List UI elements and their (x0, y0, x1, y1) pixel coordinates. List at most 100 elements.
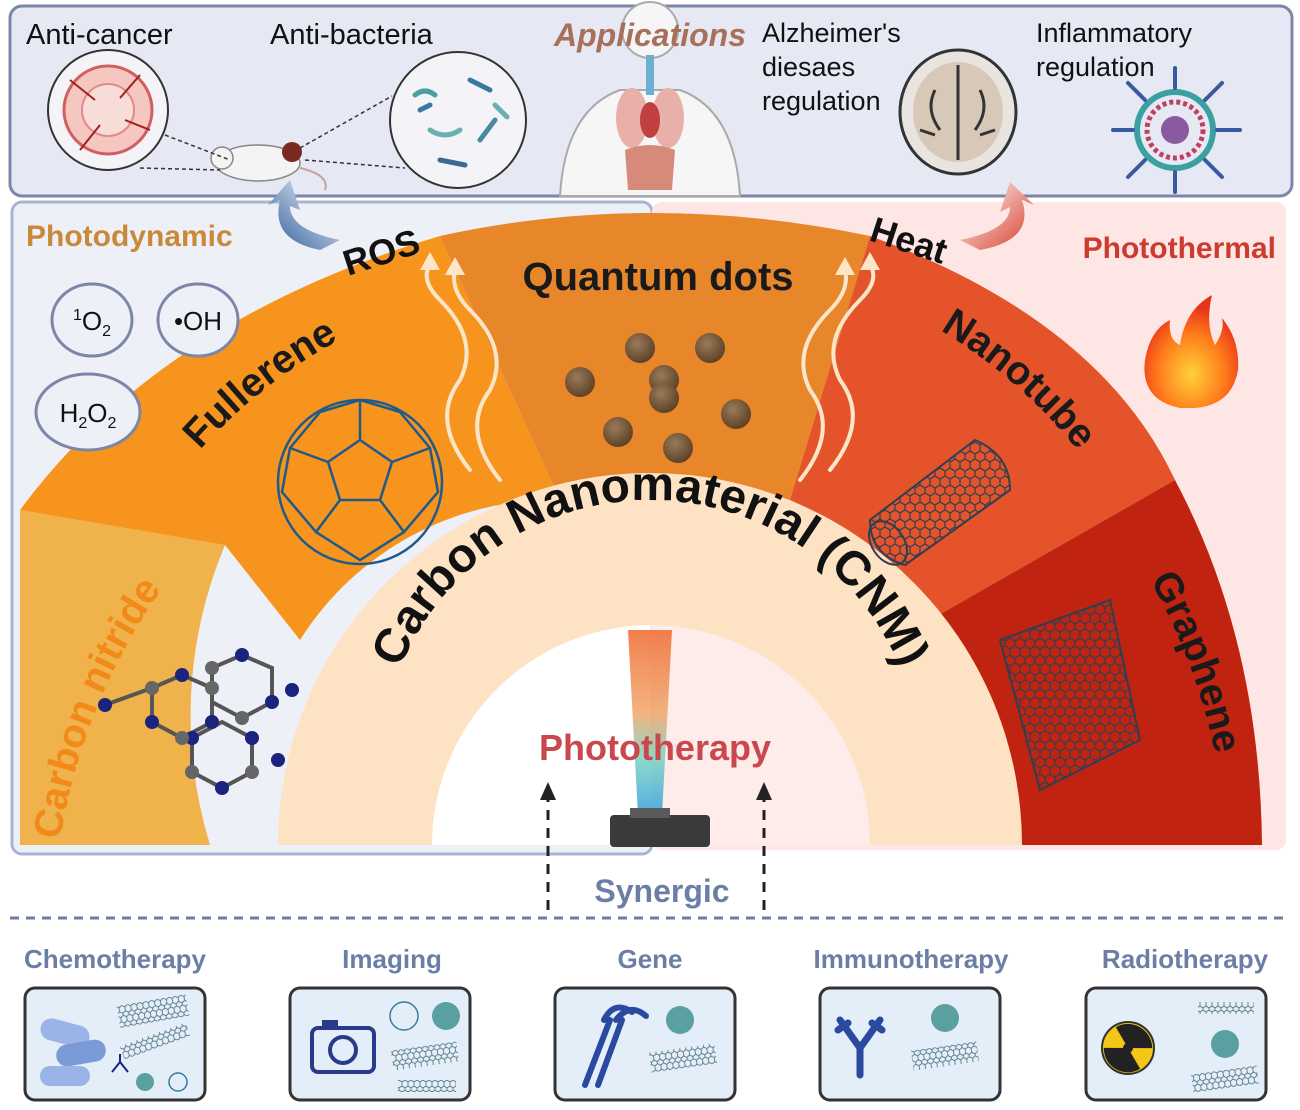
wave-left-1 (424, 263, 472, 472)
peroxide-bubble (34, 372, 142, 452)
laser-nozzle (630, 808, 670, 818)
wave-right-1 (828, 263, 876, 472)
pill-icon (40, 1018, 90, 1048)
wave-right-2 (798, 268, 848, 482)
therapy-label-gene: Gene (617, 944, 682, 974)
pill-icon (40, 1066, 90, 1086)
quantum-dot (695, 333, 725, 363)
nanotube-mini-icon (398, 1080, 456, 1092)
inner-core-left (431, 625, 650, 845)
wave-arrowhead-4-icon (835, 257, 855, 275)
graphene-mini-icon (390, 1041, 460, 1071)
mouse-icon (210, 142, 327, 191)
fullerene-mini-icon (168, 1072, 188, 1092)
therapy-label-imaging: Imaging (342, 944, 442, 974)
photodynamic-label: Photodynamic (26, 220, 233, 253)
flame-icon (1144, 295, 1239, 408)
quantum-dot (565, 367, 595, 397)
nanotube-mini-icon (119, 1022, 191, 1060)
fullerene-molecule-icon (276, 398, 444, 566)
qdot-mini-icon (1211, 1030, 1239, 1058)
therapy-label-immunotherapy: Immunotherapy (813, 944, 1009, 974)
graphene-mini-icon (648, 1043, 718, 1073)
imaging-icons (310, 1001, 460, 1092)
laser-device-icon (610, 815, 710, 847)
qdot-mini-icon (666, 1006, 694, 1034)
nanotube-structure-icon (867, 438, 1012, 567)
applications-title: Applications (553, 17, 746, 53)
wave-arrowhead-3-icon (860, 252, 880, 270)
quantum-dots-group (565, 333, 751, 463)
immunotherapy-icons (834, 1004, 980, 1079)
nanoparticle-micelle-icon (1111, 66, 1242, 194)
nitride-mini-icon (111, 1054, 129, 1073)
therapy-label-chemotherapy: Chemotherapy (24, 944, 207, 974)
quantum-dot (603, 417, 633, 447)
zoom-line-2 (139, 167, 221, 171)
gene-box (553, 986, 737, 1102)
hydroxyl-bubble (156, 282, 240, 358)
anti-cancer-icon (47, 49, 169, 171)
qdot-mini-icon (931, 1004, 959, 1032)
light-beam (628, 630, 672, 815)
therapy-labels: Chemotherapy Imaging Gene Immunotherapy … (24, 944, 1269, 974)
pill-icon (56, 1039, 106, 1067)
chemotherapy-icons (40, 994, 191, 1092)
quantum-dot (663, 433, 693, 463)
quantum-dot (625, 333, 655, 363)
camera-icon (310, 1026, 376, 1074)
photothermal-label: Photothermal (1083, 232, 1276, 265)
antibody-icon (834, 1016, 886, 1079)
zoom-line-1 (164, 134, 231, 161)
gene-icons (582, 1004, 718, 1088)
wave-arrowhead-2-icon (445, 257, 465, 275)
light-source (610, 630, 710, 847)
therapy-label-radiotherapy: Radiotherapy (1102, 944, 1269, 974)
phototherapy-label: Phototherapy (539, 727, 771, 768)
quantum-dots-segment (440, 213, 870, 500)
qdot-mini-icon (432, 1002, 460, 1030)
hydroxyl-label: •OH (174, 306, 222, 336)
graphene-mini-icon (910, 1041, 980, 1071)
human-body-icon (558, 1, 742, 197)
alzheimers-label-line3: regulation (762, 86, 881, 116)
radiotherapy-icons (1101, 1002, 1259, 1093)
inflammatory-label-line1: Inflammatory (1036, 18, 1193, 48)
wave-arrowhead-1-icon (420, 252, 440, 270)
anti-cancer-label: Anti-cancer (26, 19, 173, 51)
carbon-nitride-segment (20, 510, 225, 845)
therapy-boxes (23, 986, 1268, 1102)
fullerene-mini-icon (389, 1001, 419, 1031)
quantum-dot (649, 383, 679, 413)
applications-labels: Applications Anti-cancer Anti-bacteria A… (26, 17, 1193, 116)
wave-left-2 (452, 268, 502, 482)
inner-core-right (650, 625, 870, 845)
heat-curved-arrow-icon (960, 182, 1034, 250)
synergic-label: Synergic (594, 873, 729, 909)
peroxide-label: H2O2 (60, 398, 117, 432)
ros-curved-arrow-icon (268, 180, 340, 250)
singlet-oxygen-bubble (50, 282, 134, 358)
quantum-dots-label: Quantum dots (522, 255, 793, 299)
graphene-mini-icon (1191, 1065, 1259, 1093)
crispr-icon (582, 1004, 649, 1088)
nanotube-mini-icon (1198, 1002, 1254, 1014)
ros-species-labels: 1O2 •OH H2O2 (60, 306, 222, 432)
qdot-mini-icon (136, 1073, 154, 1091)
synergic-arrows (546, 795, 766, 910)
inflammatory-label-line2: regulation (1036, 52, 1155, 82)
arrowhead-left-icon (540, 782, 556, 800)
anti-bacteria-icon (389, 51, 527, 189)
ros-species (34, 282, 240, 452)
alzheimers-label-line2: diesaes (762, 52, 855, 82)
brain-icon (898, 48, 1018, 176)
arrowhead-right-icon (756, 782, 772, 800)
carbon-nitride-molecule-icon (98, 648, 299, 795)
quantum-dot (721, 399, 751, 429)
zoom-line-3 (299, 95, 393, 149)
anti-bacteria-label: Anti-bacteria (270, 19, 434, 51)
singlet-oxygen-label: 1O2 (73, 306, 111, 340)
alzheimers-label-line1: Alzheimer's (762, 18, 901, 48)
zoom-line-4 (304, 159, 406, 169)
